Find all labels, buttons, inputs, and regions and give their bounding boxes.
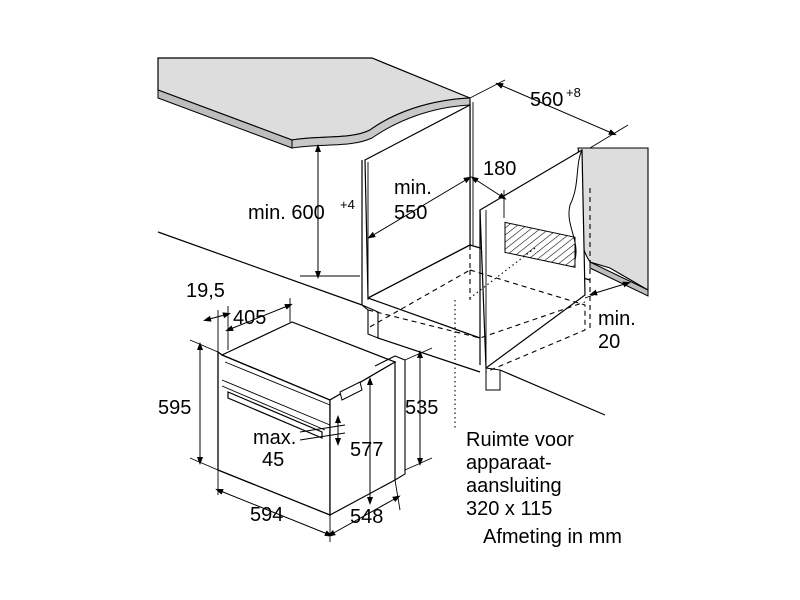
label-door-max-line2: 45 [262, 449, 284, 471]
floor-line [377, 337, 481, 373]
label-oven-depth: 548 [350, 506, 383, 528]
label-height-min: min. 600 [248, 202, 325, 224]
floor-line [499, 369, 606, 416]
note-connection-line2: apparaat- [466, 452, 552, 474]
label-height-min-tolerance: +4 [340, 197, 355, 212]
connection-dotted-line [469, 247, 536, 299]
label-side-gap-line1: min. [598, 308, 636, 330]
note-connection-line1: Ruimte voor [466, 429, 574, 451]
label-oven-side-height: 535 [405, 397, 438, 419]
floor-line [157, 231, 363, 306]
label-side-gap-line2: 20 [598, 331, 620, 353]
label-width-niche-tolerance: +8 [566, 85, 581, 100]
dimension-lines [189, 79, 631, 542]
label-front-depth: 405 [233, 307, 266, 329]
vent-opening [504, 221, 576, 268]
oven [217, 321, 406, 517]
label-vent-depth: 180 [483, 158, 516, 180]
label-oven-inner-height: 577 [350, 439, 383, 461]
note-units: Afmeting in mm [483, 526, 622, 548]
label-depth-min-line2: 550 [394, 202, 427, 224]
note-connection-line4: 320 x 115 [466, 498, 552, 520]
label-door-max-line1: max. [253, 427, 296, 449]
label-width-niche: 560 [530, 89, 563, 111]
label-oven-width: 594 [250, 504, 283, 526]
niche-dashed-outline [367, 188, 591, 373]
label-depth-min-line1: min. [394, 177, 432, 199]
label-oven-height: 595 [158, 397, 191, 419]
label-front-offset: 19,5 [186, 280, 225, 302]
note-connection-line3: aansluiting [466, 475, 562, 497]
